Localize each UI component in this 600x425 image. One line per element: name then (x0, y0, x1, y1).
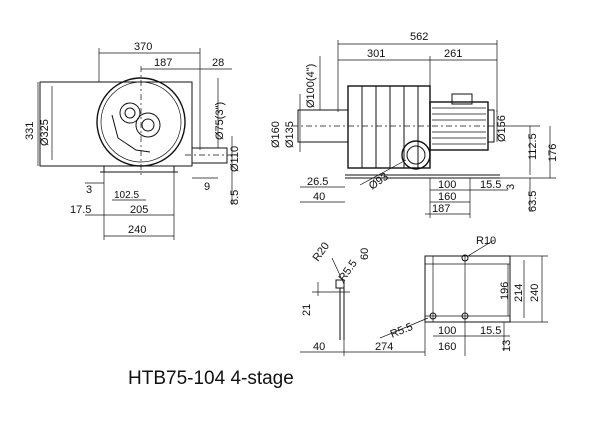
dim-214: 214 (513, 284, 525, 302)
drawing-title: HTB75-104 4-stage (128, 368, 294, 389)
dim-110: Ø110 (229, 146, 241, 172)
dim-331: 331 (24, 122, 36, 140)
dim-9: 9 (204, 181, 210, 193)
dim-100-side: 100 (438, 179, 456, 191)
dim-3-side: 3 (505, 184, 517, 190)
dim-15-5-base: 15.5 (480, 325, 501, 337)
dim-13: 13 (501, 340, 513, 352)
terminal-box (451, 93, 473, 105)
dim-15-5-side: 15.5 (480, 179, 501, 191)
dim-274: 274 (375, 341, 393, 353)
dim-93: Ø93 (367, 171, 391, 193)
dim-562: 562 (410, 31, 428, 43)
dim-187-side: 187 (432, 203, 450, 215)
base-plate (424, 255, 511, 323)
side-view: 562 301 261 Ø160 Ø135 Ø100(4") Ø156 112.… (270, 31, 559, 218)
dim-261: 261 (444, 48, 462, 60)
dim-205: 205 (130, 204, 148, 216)
dim-17-5: 17.5 (70, 204, 91, 216)
dim-21: 21 (301, 304, 313, 316)
dim-63-5: 63.5 (527, 191, 539, 212)
dim-160: Ø160 (270, 121, 282, 148)
dim-r20: R20 (311, 240, 332, 263)
dim-240-base: 240 (529, 284, 541, 302)
dim-112-5: 112.5 (527, 133, 539, 160)
dim-176: 176 (547, 144, 559, 162)
dim-240: 240 (128, 224, 146, 236)
dim-28: 28 (212, 57, 224, 69)
outlet-flange (401, 140, 431, 170)
dim-r5-5-top: R5.5 (337, 258, 360, 284)
dim-r10: R10 (476, 235, 496, 247)
dim-60: 60 (359, 248, 371, 260)
dim-102-5: 102.5 (114, 190, 139, 201)
dim-325: Ø325 (39, 119, 51, 146)
base-view: R20 R5.5 60 R10 21 196 214 240 R5.5 100 … (300, 235, 548, 356)
dim-3: 3 (86, 184, 92, 196)
dim-370: 370 (134, 41, 152, 53)
dim-156: Ø156 (496, 115, 508, 142)
dim-160-side: 160 (438, 191, 456, 203)
dim-301: 301 (367, 48, 385, 60)
outlet-pipe (191, 147, 228, 164)
dim-75: Ø75(3") (214, 102, 226, 140)
dim-160-base: 160 (438, 341, 456, 353)
dim-40-base: 40 (313, 341, 325, 353)
dim-196: 196 (499, 282, 511, 300)
dim-187: 187 (154, 57, 172, 69)
dim-40-side: 40 (313, 191, 325, 203)
dim-26-5: 26.5 (307, 176, 328, 188)
motor-shaft-hub (119, 102, 141, 124)
dim-8-5: 8.5 (229, 190, 241, 205)
dim-r5-5-bottom: R5.5 (389, 321, 415, 341)
dim-135: Ø135 (284, 121, 296, 148)
dim-100-4: Ø100(4") (305, 64, 317, 108)
front-view: 370 187 28 331 Ø325 Ø75(3") Ø110 8.5 9 3… (24, 41, 241, 240)
dim-100-base: 100 (438, 325, 456, 337)
